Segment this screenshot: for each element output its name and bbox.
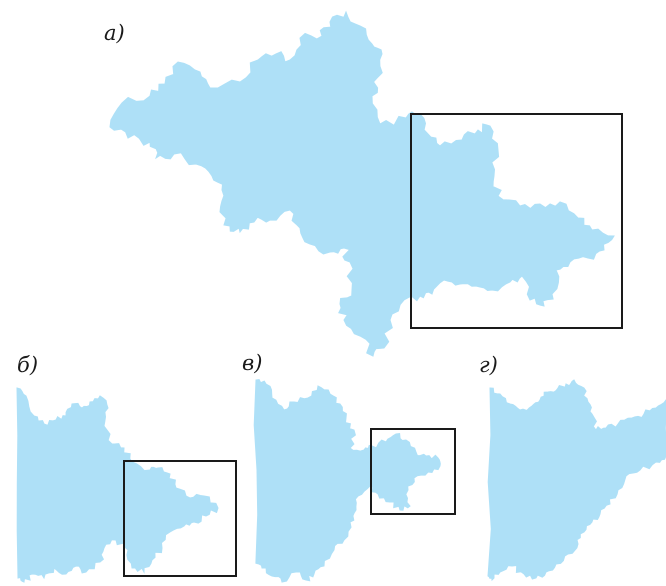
panel-label-a: а) [104, 21, 125, 45]
panel-v [253, 379, 456, 583]
panel-b [16, 387, 237, 583]
fractal-shape-g [487, 379, 666, 582]
panel-g [487, 379, 666, 582]
fractal-shape-b [16, 387, 219, 583]
panel-label-v: в) [242, 351, 262, 375]
fractal-shape-a [109, 10, 615, 357]
zoom-box-a [410, 113, 623, 329]
zoom-box-v [370, 428, 456, 515]
zoom-box-b [123, 460, 237, 577]
panel-label-b: б) [17, 353, 38, 377]
panel-a [109, 10, 623, 357]
fractal-shape-v [253, 379, 441, 583]
panel-label-g: г) [479, 353, 498, 377]
